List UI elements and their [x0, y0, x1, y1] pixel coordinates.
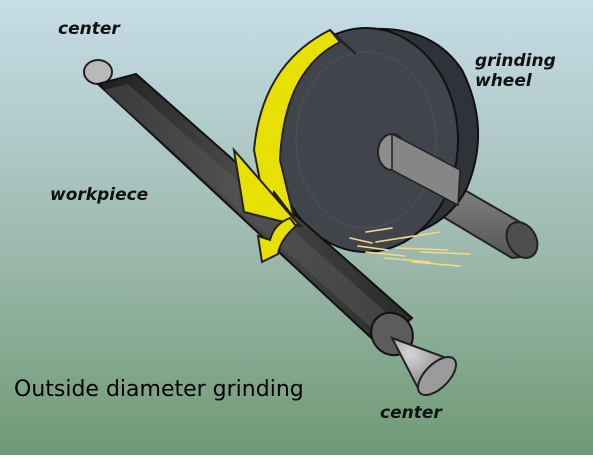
- cone-center-icon: [389, 336, 457, 396]
- label-grinding-wheel-line1: grinding: [475, 51, 556, 71]
- sparks: [349, 227, 471, 267]
- label-workpiece: workpiece: [50, 185, 149, 205]
- diagram-caption: Outside diameter grinding: [14, 377, 304, 402]
- rotation-arrow-icon: [232, 28, 357, 228]
- feed-arrow-icon: [256, 216, 298, 264]
- label-grinding-wheel-line2: wheel: [475, 71, 532, 91]
- label-center-top: center: [58, 19, 120, 39]
- label-center-bottom: center: [380, 403, 442, 423]
